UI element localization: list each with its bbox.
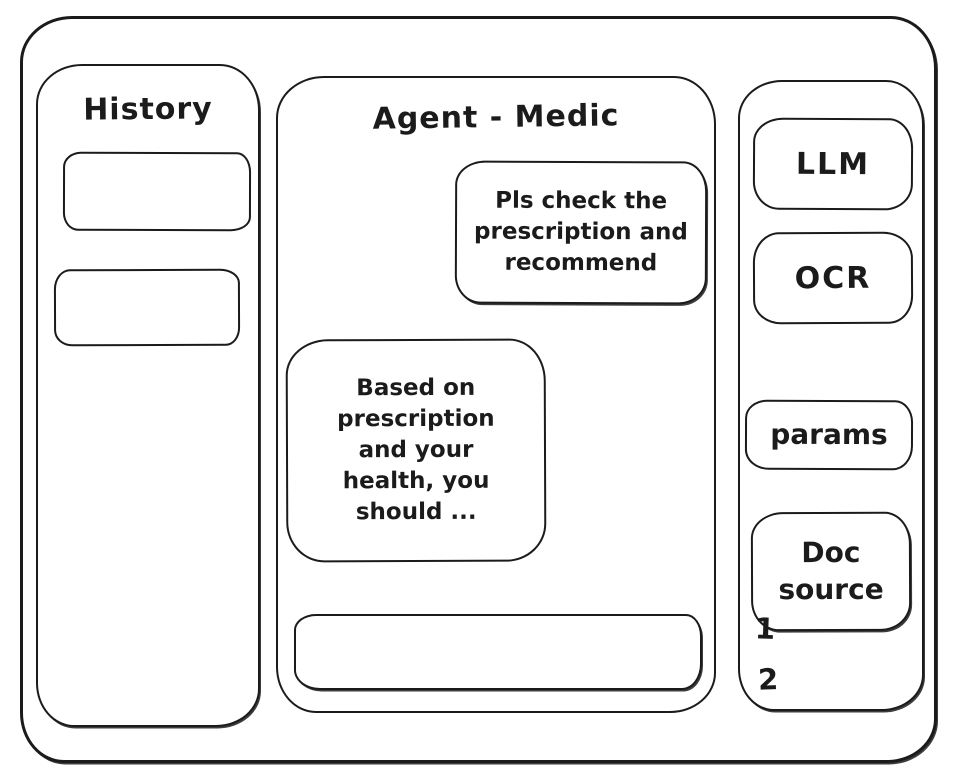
doc-source-button-label: Doc source — [778, 536, 884, 606]
assistant-message-text: Based on prescription and your health, y… — [337, 374, 495, 526]
assistant-message-bubble: Based on prescription and your health, y… — [285, 338, 547, 563]
ocr-button-label: OCR — [794, 260, 872, 296]
params-button[interactable]: params — [744, 399, 914, 471]
tools-panel: LLM OCR params Doc source 1 2 — [738, 80, 924, 711]
history-item[interactable] — [62, 151, 252, 232]
chat-title: Agent - Medic — [372, 98, 620, 137]
ocr-button[interactable]: OCR — [752, 231, 914, 325]
params-button-label: params — [770, 417, 888, 452]
llm-button-label: LLM — [795, 146, 871, 182]
history-panel-title: History — [83, 91, 213, 128]
user-message-bubble: Pls check the prescription and recommend — [454, 160, 708, 305]
doc-source-item-2[interactable]: 2 — [757, 662, 779, 697]
history-item[interactable] — [53, 268, 241, 347]
chat-panel: Agent - Medic Pls check the prescription… — [276, 76, 716, 713]
doc-source-item-1[interactable]: 1 — [754, 611, 776, 646]
history-panel: History — [36, 64, 260, 727]
llm-button[interactable]: LLM — [752, 117, 914, 211]
chat-input[interactable] — [294, 614, 702, 690]
user-message-text: Pls check the prescription and recommend — [474, 187, 688, 277]
